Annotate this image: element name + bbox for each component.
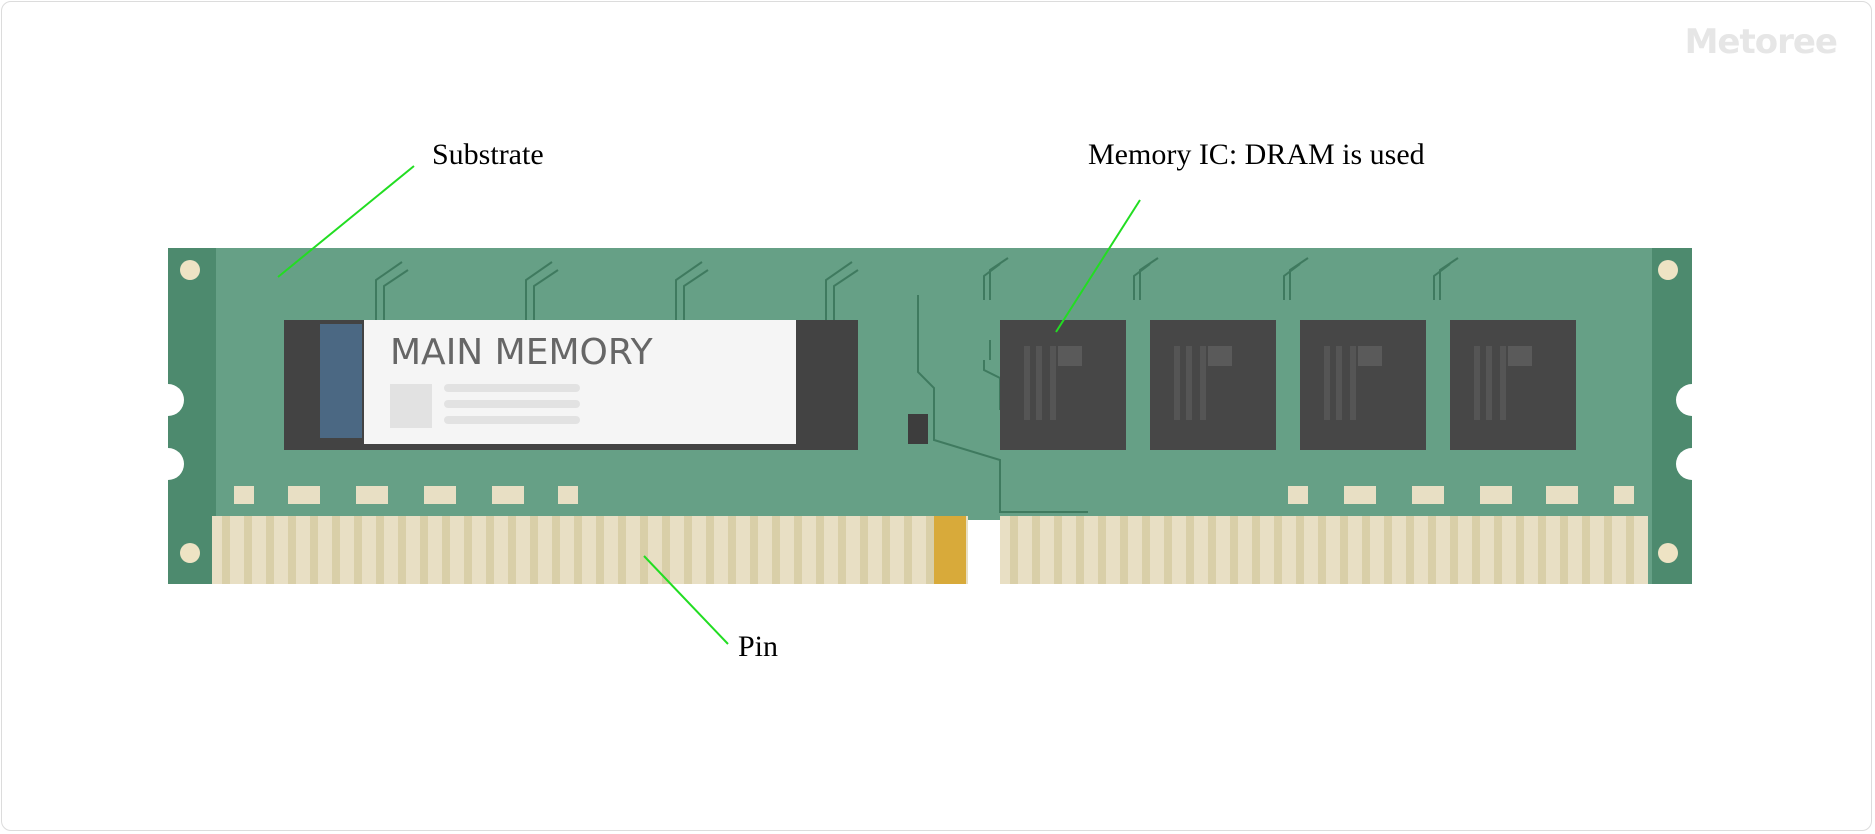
pin-contact bbox=[596, 516, 604, 584]
pin-contact bbox=[1120, 516, 1128, 584]
pin-contact bbox=[1076, 516, 1084, 584]
pin-contact bbox=[530, 516, 538, 584]
pin-contact bbox=[750, 516, 758, 584]
pin-contact bbox=[1010, 516, 1018, 584]
memory-ic-leader bbox=[1055, 199, 1141, 333]
pin-contact bbox=[794, 516, 802, 584]
pin-strip bbox=[212, 516, 968, 584]
pin-contact bbox=[1296, 516, 1304, 584]
pin-contact bbox=[684, 516, 692, 584]
substrate-leader bbox=[277, 165, 415, 278]
callout-substrate: Substrate bbox=[432, 138, 544, 171]
dram-chip bbox=[1300, 320, 1426, 450]
pin-contact bbox=[1406, 516, 1414, 584]
pin-contact bbox=[486, 516, 494, 584]
dram-chip bbox=[1450, 320, 1576, 450]
callout-pin: Pin bbox=[738, 630, 779, 663]
metoree-logo: Metoree bbox=[1684, 22, 1838, 62]
pin-contact bbox=[1340, 516, 1348, 584]
pin-contact bbox=[1626, 516, 1634, 584]
pin-contact bbox=[1472, 516, 1480, 584]
pin-contact bbox=[1384, 516, 1392, 584]
pin-contact bbox=[464, 516, 472, 584]
pin-contact bbox=[1054, 516, 1062, 584]
pin-contact bbox=[1252, 516, 1260, 584]
pin-contact bbox=[1318, 516, 1326, 584]
pin-contact bbox=[1582, 516, 1590, 584]
dram-chip bbox=[1150, 320, 1276, 450]
pin-contact bbox=[1560, 516, 1568, 584]
key-pin bbox=[934, 516, 966, 584]
pin-contact bbox=[288, 516, 296, 584]
pin-contact bbox=[508, 516, 516, 584]
pin-contact bbox=[442, 516, 450, 584]
pin-contact bbox=[354, 516, 362, 584]
pin-contact bbox=[1186, 516, 1194, 584]
pin-leader bbox=[643, 555, 729, 645]
dram-chips bbox=[1000, 320, 1576, 450]
pin-contact bbox=[1274, 516, 1282, 584]
pin-contact bbox=[728, 516, 736, 584]
pin-contact bbox=[1208, 516, 1216, 584]
solder-pads bbox=[234, 486, 1634, 504]
pin-contact bbox=[618, 516, 626, 584]
pin-contact bbox=[1230, 516, 1238, 584]
pcb-traces bbox=[375, 257, 1459, 513]
pin-contact bbox=[926, 516, 934, 584]
pin-contact bbox=[574, 516, 582, 584]
sticker-title: MAIN MEMORY bbox=[390, 332, 654, 373]
pin-contact bbox=[772, 516, 780, 584]
pin-contact bbox=[310, 516, 318, 584]
pin-contact bbox=[552, 516, 560, 584]
pin-contact bbox=[398, 516, 406, 584]
pin-contact bbox=[1142, 516, 1150, 584]
dram-chip bbox=[1000, 320, 1126, 450]
pin-contact bbox=[332, 516, 340, 584]
pin-contact bbox=[266, 516, 274, 584]
pin-contact bbox=[816, 516, 824, 584]
pin-contact bbox=[1164, 516, 1172, 584]
pin-contact bbox=[662, 516, 670, 584]
pin-contact bbox=[1604, 516, 1612, 584]
pin-contact bbox=[904, 516, 912, 584]
contact-pins bbox=[212, 516, 1648, 584]
pin-contact bbox=[1428, 516, 1436, 584]
pin-contact bbox=[222, 516, 230, 584]
pin-contact bbox=[1494, 516, 1502, 584]
pin-contact bbox=[1098, 516, 1106, 584]
pin-contact bbox=[420, 516, 428, 584]
pin-contact bbox=[860, 516, 868, 584]
pin-contact bbox=[838, 516, 846, 584]
pin-contact bbox=[244, 516, 252, 584]
pin-contact bbox=[640, 516, 648, 584]
pin-contact bbox=[376, 516, 384, 584]
pin-contact bbox=[1516, 516, 1524, 584]
pin-contact bbox=[882, 516, 890, 584]
pin-contact bbox=[1450, 516, 1458, 584]
memory-chip-main: MAIN MEMORY bbox=[284, 320, 858, 450]
pin-contact bbox=[1538, 516, 1546, 584]
pin-contact bbox=[706, 516, 714, 584]
callout-memory-ic: Memory IC: DRAM is used bbox=[1088, 138, 1425, 171]
smd-component bbox=[908, 414, 928, 444]
leader-lines bbox=[277, 165, 1141, 645]
pin-contact bbox=[1032, 516, 1040, 584]
pin-contact bbox=[1362, 516, 1370, 584]
